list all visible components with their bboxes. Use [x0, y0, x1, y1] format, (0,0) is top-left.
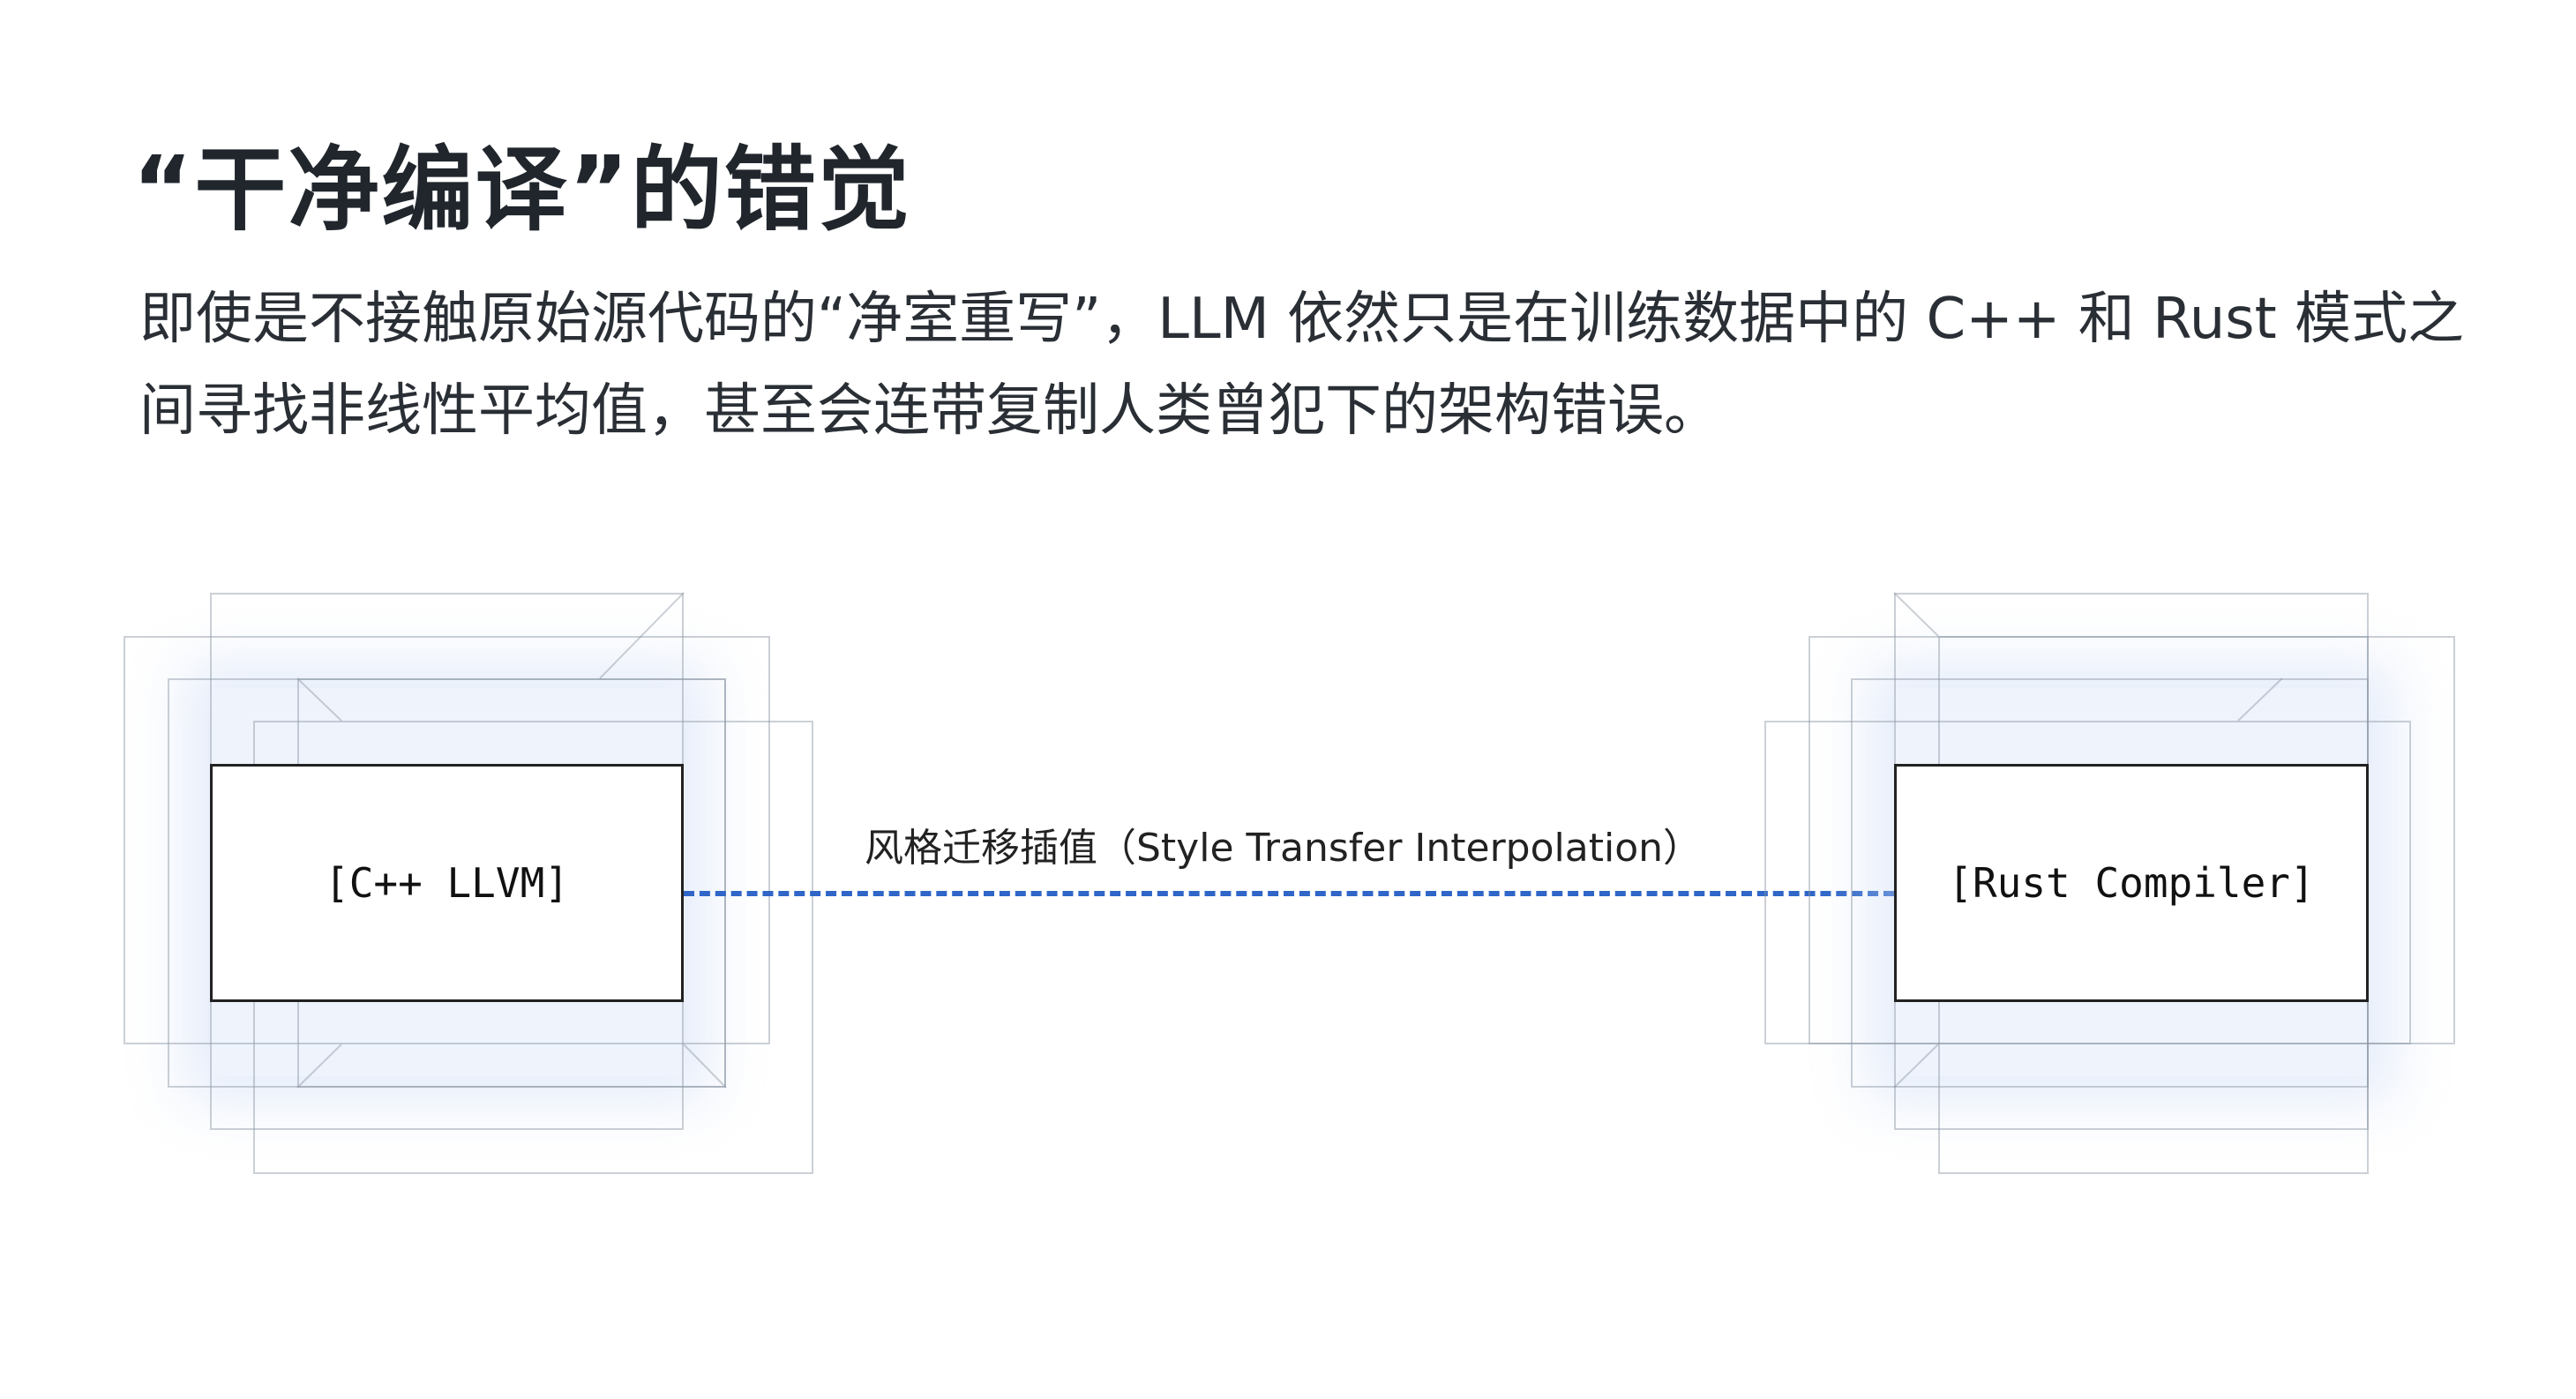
ghost-frame [1808, 636, 2455, 1044]
edge-label: 风格迁移插值（Style Transfer Interpolation） [865, 826, 1703, 871]
slide-description: 即使是不接触原始源代码的“净室重写”，LLM 依然只是在训练数据中的 C++ 和… [139, 287, 2465, 444]
ghost-frame [124, 636, 770, 1044]
cpp-llvm-node: [C++ LLVM] [210, 764, 684, 1002]
rust-compiler-label: [Rust Compiler] [1948, 859, 2315, 907]
rust-compiler-node: [Rust Compiler] [1894, 764, 2369, 1002]
slide-title: “干净编译”的错觉 [132, 136, 911, 243]
ghost-frame [168, 678, 726, 1088]
interpolation-dashed-edge [684, 891, 1894, 896]
cpp-llvm-label: [C++ LLVM] [325, 859, 569, 907]
ghost-frame [1764, 721, 2411, 1044]
